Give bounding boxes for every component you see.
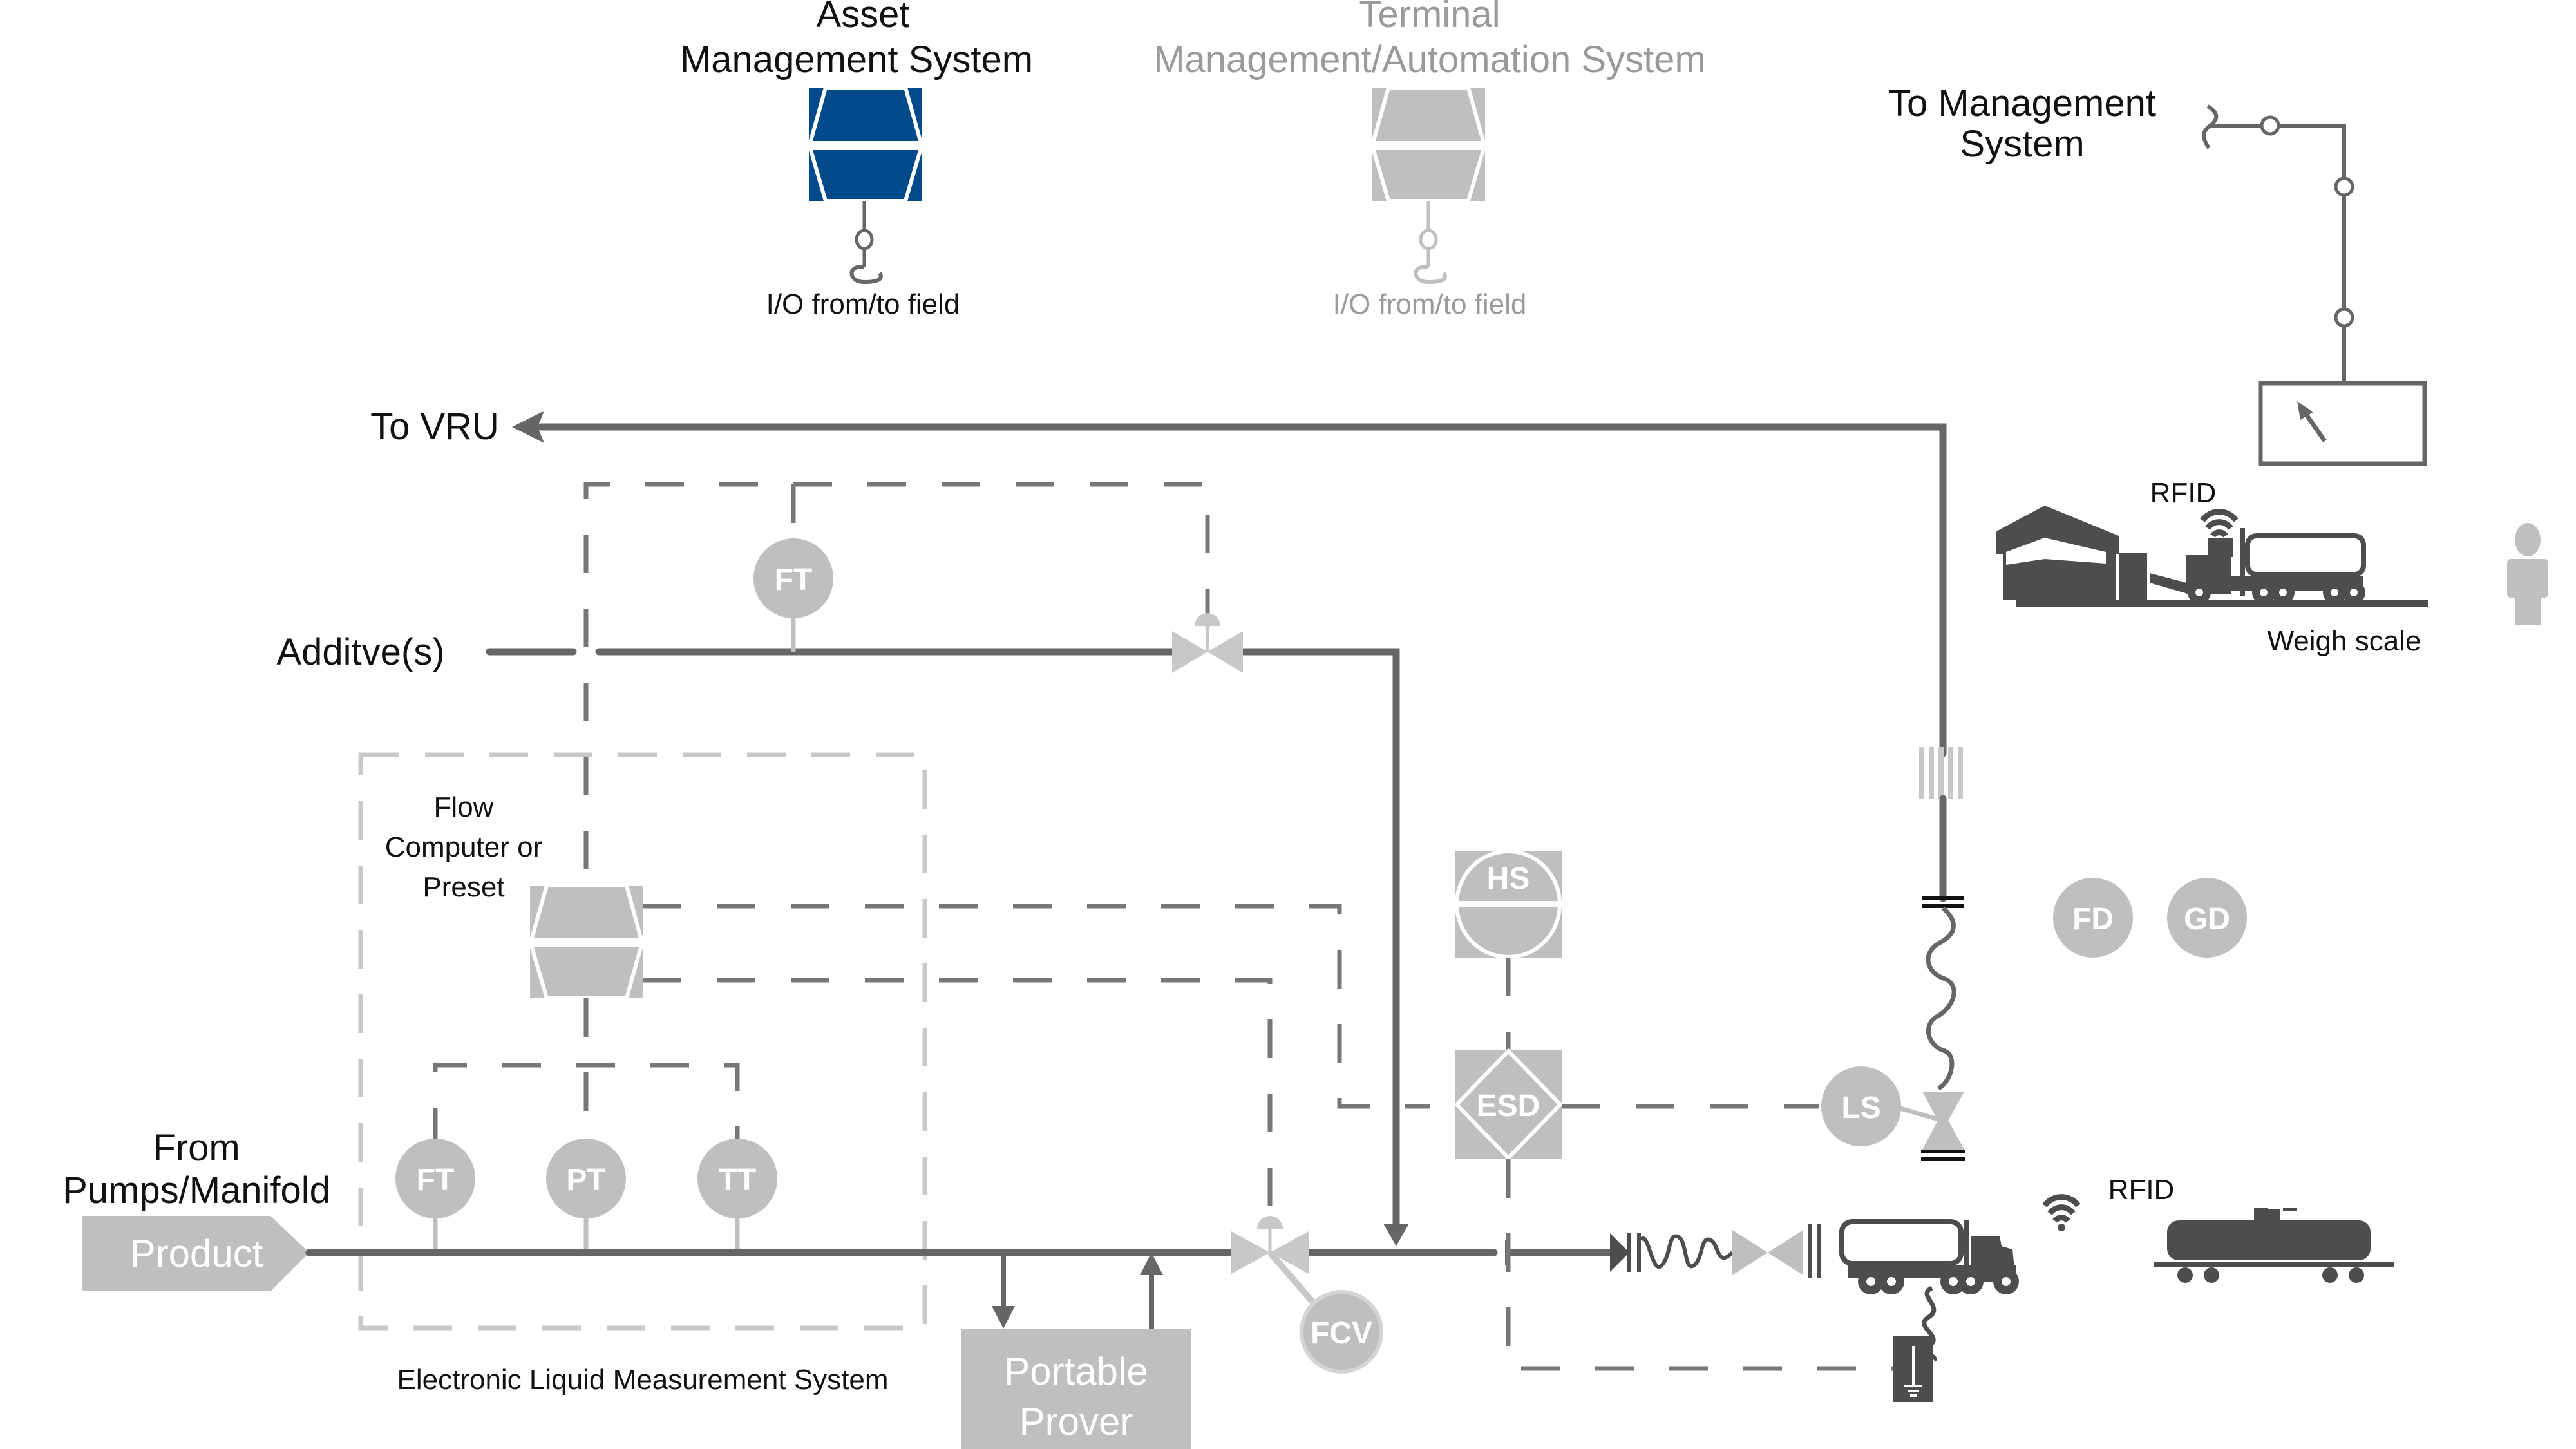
terminal-management-system-icon[interactable] bbox=[1370, 86, 1487, 203]
hs-tag: HS bbox=[1487, 862, 1530, 896]
prover-label-line2: Prover bbox=[1019, 1400, 1133, 1443]
esd-ground-signal bbox=[1506, 1159, 1893, 1371]
asset-system-label-line1: Asset bbox=[816, 0, 909, 35]
additives-label: Additve(s) bbox=[276, 631, 444, 673]
to-management-label-line2: System bbox=[1960, 123, 2084, 165]
fc-fcv-signal bbox=[643, 978, 1273, 1224]
elms-boundary bbox=[358, 752, 927, 1331]
loading-rfid-label: RFID bbox=[2108, 1174, 2175, 1206]
fc-esd-signal bbox=[643, 904, 1430, 1109]
gatehouse-icon bbox=[1996, 506, 2147, 600]
loading-arm bbox=[1610, 1233, 1734, 1272]
weigh-scale-indicator-icon[interactable] bbox=[2258, 381, 2427, 466]
fcv-tag: FCV bbox=[1311, 1316, 1372, 1350]
loading-valve-icon[interactable] bbox=[1732, 1230, 1803, 1275]
loading-flange-icon bbox=[1808, 1224, 1821, 1278]
elms-label: Electronic Liquid Measurement System bbox=[397, 1364, 889, 1396]
esd-tag: ESD bbox=[1477, 1089, 1540, 1123]
flow-computer-label-line1: Flow bbox=[434, 791, 494, 823]
asset-io-label: I/O from/to field bbox=[766, 289, 960, 320]
weigh-scale-label: Weigh scale bbox=[2268, 625, 2421, 657]
vapor-bottom-flange-icon bbox=[1921, 1150, 1965, 1161]
esd-emergency-shutdown[interactable]: ESD bbox=[1454, 1048, 1564, 1161]
weigh-scale-truck-icon[interactable] bbox=[2186, 528, 2366, 604]
terminal-io-connector-icon bbox=[1414, 201, 1447, 285]
fc-transmitter-signal bbox=[433, 1063, 740, 1146]
fd-fire-detector[interactable]: FD bbox=[2053, 878, 2133, 958]
vapor-hose-icon bbox=[1926, 906, 1956, 1091]
ft-instrument[interactable]: FT bbox=[395, 1139, 475, 1253]
gd-tag: GD bbox=[2184, 902, 2230, 936]
loading-tank-truck-icon[interactable] bbox=[1839, 1219, 2019, 1294]
flow-computer-icon[interactable] bbox=[528, 884, 644, 1000]
weigh-scale-rfid-label: RFID bbox=[2150, 477, 2217, 509]
additive-control-valve-icon[interactable] bbox=[1172, 613, 1243, 673]
weigh-scale-platform bbox=[2016, 600, 2428, 607]
vru-return-line bbox=[512, 411, 1947, 757]
asset-io-connector-icon bbox=[849, 201, 883, 285]
vapor-valve-icon[interactable] bbox=[1922, 1092, 1964, 1150]
flame-arrestor-icon bbox=[1919, 747, 1963, 799]
tt-tag: TT bbox=[719, 1163, 757, 1197]
additive-line bbox=[486, 648, 1409, 1246]
pt-instrument[interactable]: PT bbox=[546, 1139, 626, 1253]
vapor-flange-icon bbox=[1922, 896, 1964, 908]
asset-system-label-line2: Management System bbox=[680, 39, 1033, 80]
portable-prover[interactable]: Portable Prover bbox=[961, 1329, 1191, 1449]
person-icon bbox=[2507, 523, 2548, 625]
terminal-io-label: I/O from/to field bbox=[1333, 289, 1527, 320]
management-link-wire bbox=[2202, 104, 2354, 383]
product-label: Product bbox=[130, 1232, 263, 1275]
tt-instrument[interactable]: TT bbox=[697, 1139, 777, 1253]
hs-hand-switch[interactable]: HS bbox=[1455, 849, 1562, 959]
additive-ft-tag: FT bbox=[775, 563, 813, 597]
terminal-system-label-line1: Terminal bbox=[1359, 0, 1500, 35]
ft-tag: FT bbox=[417, 1163, 455, 1197]
pt-tag: PT bbox=[566, 1163, 605, 1197]
asset-management-system-icon[interactable] bbox=[807, 86, 924, 203]
fd-tag: FD bbox=[2072, 902, 2114, 936]
prover-connections bbox=[992, 1253, 1163, 1329]
flow-control-valve-icon[interactable] bbox=[1231, 1216, 1323, 1313]
flow-computer-label-line2: Computer or bbox=[385, 831, 543, 863]
product-main-line bbox=[305, 1240, 1620, 1265]
grounding-system-icon[interactable] bbox=[1893, 1336, 1933, 1402]
gd-gas-detector[interactable]: GD bbox=[2167, 878, 2247, 958]
additive-ft-instrument[interactable]: FT bbox=[753, 538, 833, 652]
rail-tank-car-icon[interactable] bbox=[2154, 1208, 2394, 1283]
ls-tag: LS bbox=[1841, 1091, 1880, 1125]
prover-label-line1: Portable bbox=[1004, 1350, 1148, 1393]
product-source-tag[interactable]: Product bbox=[82, 1216, 309, 1291]
flow-computer-label-line3: Preset bbox=[422, 871, 504, 903]
ls-level-switch[interactable]: LS bbox=[1821, 1066, 1944, 1146]
terminal-system-label-line2: Management/Automation System bbox=[1153, 39, 1706, 80]
additive-signal-loop bbox=[583, 482, 1210, 869]
fcv-instrument[interactable]: FCV bbox=[1300, 1290, 1383, 1374]
to-management-label-line1: To Management bbox=[1888, 82, 2156, 124]
to-vru-label: To VRU bbox=[370, 406, 499, 448]
from-pumps-label-line1: From bbox=[153, 1127, 240, 1169]
from-pumps-label-line2: Pumps/Manifold bbox=[62, 1170, 330, 1211]
loading-rfid-icon bbox=[2042, 1194, 2081, 1231]
